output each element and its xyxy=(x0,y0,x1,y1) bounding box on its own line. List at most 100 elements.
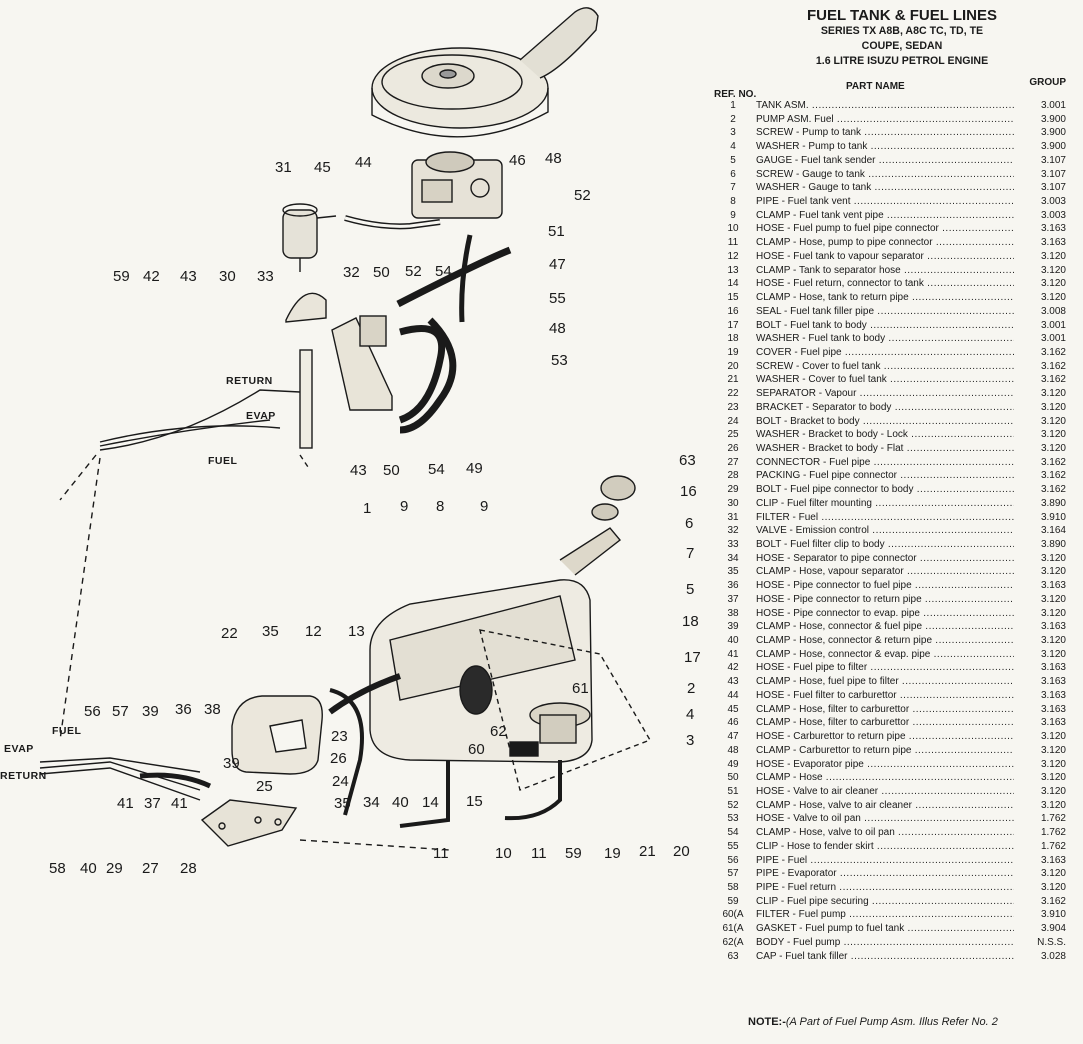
group-cell: 3.120 xyxy=(1020,784,1066,799)
group-cell: 3.120 xyxy=(1020,880,1066,895)
ref-cell: 60(A xyxy=(722,909,744,921)
callout-number: 30 xyxy=(219,268,236,285)
part-name-cell: SCREW - Cover to fuel tank xyxy=(756,360,1014,374)
callout-number: 11 xyxy=(531,845,547,862)
ref-cell: 56 xyxy=(727,854,739,866)
fuel-filter-illustration xyxy=(282,203,337,272)
callout-number: 46 xyxy=(509,152,526,169)
group-cell: 3.162 xyxy=(1020,455,1066,470)
callout-number: 39 xyxy=(142,703,159,720)
pipe-connector-illustration xyxy=(200,799,298,847)
part-name-cell: COVER - Fuel pipe xyxy=(756,346,1014,360)
part-name-cell: HOSE - Evaporator pipe xyxy=(756,758,1014,772)
group-cell: 1.762 xyxy=(1020,826,1066,840)
ref-cell: 41 xyxy=(727,648,739,660)
group-cell: 3.107 xyxy=(1020,167,1066,182)
ref-cell: 51 xyxy=(727,785,739,797)
group-cell: 3.120 xyxy=(1020,428,1066,442)
callout-number: 49 xyxy=(466,460,483,477)
part-name-cell: WASHER - Cover to fuel tank xyxy=(756,373,1014,387)
group-cell: 3.162 xyxy=(1020,483,1066,497)
callout-number: 3 xyxy=(686,732,694,749)
part-name-cell: SEAL - Fuel tank filler pipe xyxy=(756,305,1014,319)
group-cell: 3.120 xyxy=(1020,291,1066,305)
ref-cell: 19 xyxy=(727,346,739,358)
callout-number: 21 xyxy=(639,843,656,860)
callout-number: 34 xyxy=(363,794,380,811)
callout-number: 54 xyxy=(435,263,452,280)
ref-cell: 44 xyxy=(727,689,739,701)
callout-number: 35 xyxy=(334,795,351,812)
callout-number: 14 xyxy=(422,794,439,811)
part-name-cell: BOLT - Fuel pipe connector to body xyxy=(756,483,1014,497)
callout-number: 55 xyxy=(549,290,566,307)
fuel-pump-illustration xyxy=(509,702,591,757)
ref-cell: 23 xyxy=(727,401,739,413)
callout-number: 38 xyxy=(204,701,221,718)
callout-number: 35 xyxy=(262,623,279,640)
subtitle-line: COUPE, SEDAN xyxy=(861,40,943,52)
ref-cell: 37 xyxy=(727,593,739,605)
ref-cell: 52 xyxy=(727,799,739,811)
ref-cell: 54 xyxy=(727,827,739,839)
callout-number: 13 xyxy=(348,623,365,640)
part-name-cell: CLAMP - Hose, pump to pipe connector xyxy=(756,236,1014,250)
column-header-group: GROUP xyxy=(1029,77,1066,88)
evap-line-label: EVAP xyxy=(246,410,276,422)
callout-number: 17 xyxy=(684,649,701,666)
group-cell: 3.120 xyxy=(1020,249,1066,264)
ref-cell: 26 xyxy=(727,442,739,454)
subtitle-line: 1.6 LITRE ISUZU PETROL ENGINE xyxy=(815,55,989,67)
part-name-cell: TANK ASM. xyxy=(756,99,1014,113)
callout-number: 50 xyxy=(373,264,390,281)
group-cell: 3.162 xyxy=(1020,373,1066,388)
ref-cell: 2 xyxy=(730,113,736,125)
callout-number: 48 xyxy=(545,150,562,167)
part-name-cell: CLAMP - Hose, fuel pipe to filter xyxy=(756,675,1014,689)
callout-number: 29 xyxy=(106,860,123,877)
callout-number: 63 xyxy=(679,452,696,469)
part-name-cell: WASHER - Bracket to body - Lock xyxy=(756,428,1014,442)
part-name-cell: CLAMP - Hose, valve to air cleaner xyxy=(756,799,1014,813)
callout-number: 7 xyxy=(686,545,694,562)
group-cell: 3.120 xyxy=(1020,771,1066,785)
ref-cell: 62(A xyxy=(722,936,744,948)
ref-cell: 48 xyxy=(727,744,739,756)
callout-number: 19 xyxy=(604,845,621,862)
group-cell: 3.120 xyxy=(1020,867,1066,881)
group-cell: 3.120 xyxy=(1020,798,1066,813)
callout-number: 18 xyxy=(682,613,699,630)
part-name-cell: HOSE - Valve to air cleaner xyxy=(756,785,1014,799)
callout-number: 4 xyxy=(686,706,694,723)
group-cell: 3.163 xyxy=(1020,675,1066,689)
callout-number: 24 xyxy=(332,773,349,790)
part-name-cell: CLAMP - Hose, vapour separator xyxy=(756,565,1014,579)
part-name-cell: PACKING - Fuel pipe connector xyxy=(756,469,1014,483)
group-cell: 3.164 xyxy=(1020,524,1066,539)
part-name-cell: CLAMP - Tank to separator hose xyxy=(756,264,1014,278)
part-name-cell: CLAMP - Hose xyxy=(756,771,1014,785)
ref-cell: 6 xyxy=(730,168,736,180)
group-cell: 1.762 xyxy=(1020,812,1066,827)
callout-number: 56 xyxy=(84,703,101,720)
group-cell: 3.120 xyxy=(1020,387,1066,401)
emission-valve-bracket-illustration xyxy=(331,315,393,411)
group-cell: 3.163 xyxy=(1020,620,1066,635)
